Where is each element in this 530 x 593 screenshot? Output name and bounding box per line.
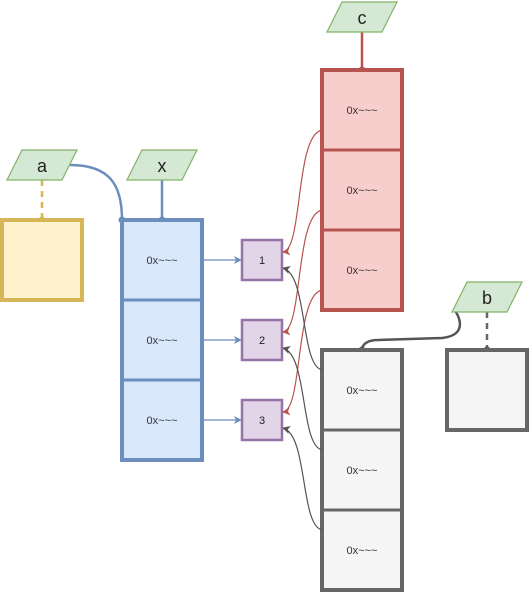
tag-c-label: c [358,8,367,28]
c-cell-text: 0x~~~ [347,105,378,117]
b-list: 0x~~~ 0x~~~ 0x~~~ [320,348,404,592]
b-to-value-arrow [282,266,323,371]
x-cell-text: 0x~~~ [147,415,178,427]
x-cell-text: 0x~~~ [147,255,178,267]
c-to-value-arrow [282,129,323,256]
value-text: 3 [259,415,265,427]
c-to-value-arrow [282,289,323,416]
c-cell-text: 0x~~~ [347,265,378,277]
tag-b-label: b [482,288,492,308]
tag-b: b [451,281,523,313]
x-cell-text: 0x~~~ [147,335,178,347]
value-text: 1 [259,255,265,267]
b-to-value-arrow [282,426,323,531]
b-cell-text: 0x~~~ [347,385,378,397]
c-to-value-arrow [282,209,323,336]
tag-c: c [326,1,398,33]
a-object-box [0,218,84,302]
b-to-value-arrow [282,346,323,451]
a-to-x-link [69,163,124,221]
value-box: 3 [240,398,284,442]
tag-a: a [6,149,78,181]
tag-a-label: a [37,156,48,176]
c-list-cell [320,148,404,232]
c-list: 0x~~~ 0x~~~ 0x~~~ [320,68,404,312]
b-list-outline [320,348,404,592]
x-list: 0x~~~ 0x~~~ 0x~~~ [120,218,204,462]
b-cell-text: 0x~~~ [347,465,378,477]
b-to-list-link [360,311,462,351]
b-cell-text: 0x~~~ [347,545,378,557]
b-object-box [445,348,529,432]
value-box: 2 [240,318,284,362]
value-text: 2 [259,335,265,347]
value-box: 1 [240,238,284,282]
c-cell-text: 0x~~~ [347,185,378,197]
c-list-outline [320,68,404,312]
tag-x: x [126,149,198,181]
tag-x-label: x [158,156,167,176]
